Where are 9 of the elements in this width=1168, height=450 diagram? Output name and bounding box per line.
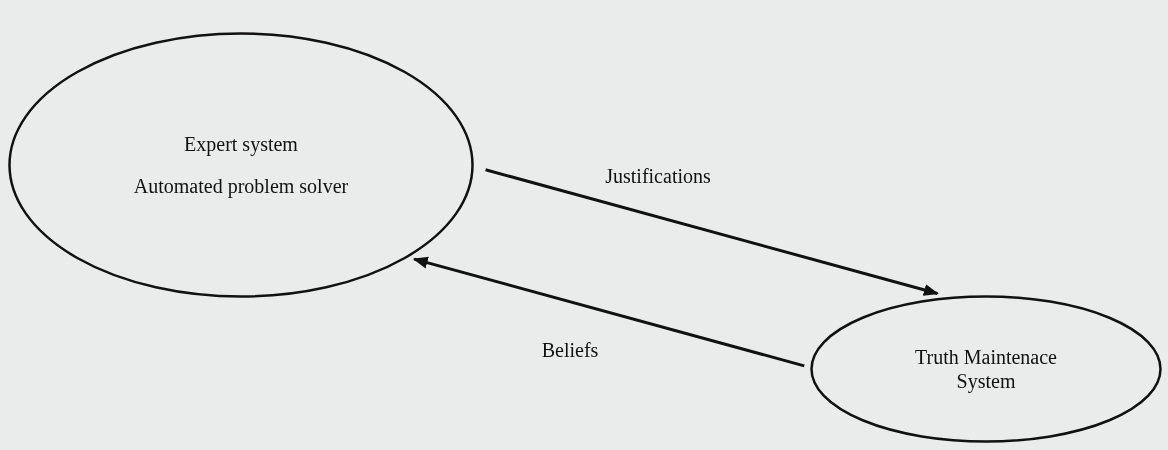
arrow <box>412 256 805 368</box>
node-text: Truth Maintenace System <box>914 345 1058 393</box>
edge-label: Beliefs <box>541 338 599 362</box>
node-text: Expert system <box>184 132 298 156</box>
ellipse-node <box>8 32 474 298</box>
arrow <box>485 168 939 296</box>
node-text: Automated problem solver <box>133 174 349 198</box>
ellipse-node <box>810 295 1162 443</box>
edge-label: Justifications <box>605 164 711 188</box>
